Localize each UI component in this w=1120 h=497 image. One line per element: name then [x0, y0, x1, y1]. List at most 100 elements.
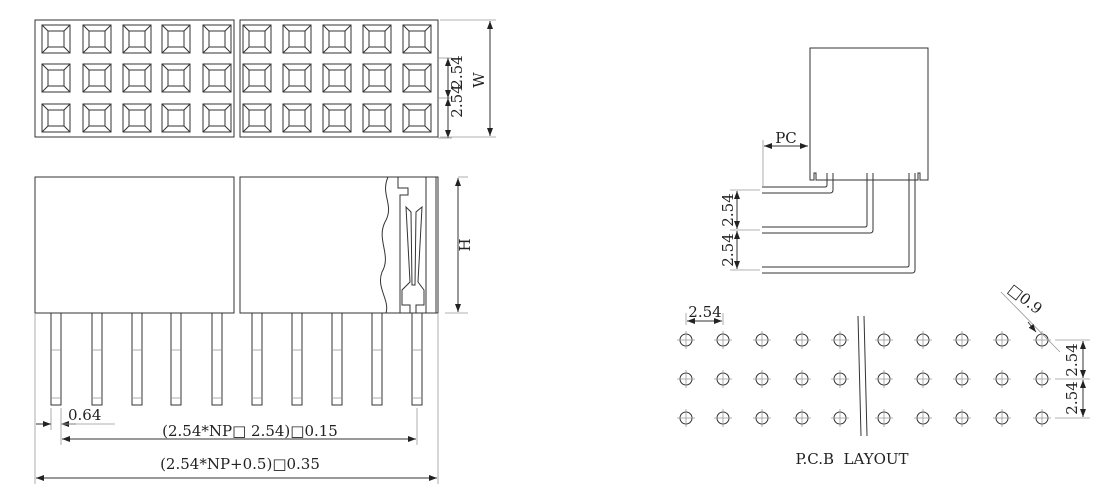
- cavity-chamfer: [402, 125, 410, 133]
- cavity-chamfer: [161, 24, 169, 32]
- cavity-chamfer: [41, 103, 49, 111]
- top-view-body-left: [34, 19, 235, 138]
- cavity-chamfer: [384, 63, 392, 71]
- contact-cavity-inner: [408, 30, 426, 48]
- cavity-chamfer: [161, 46, 169, 54]
- contact-cavity: [122, 24, 152, 54]
- cavity-chamfer: [122, 24, 130, 32]
- cavity-chamfer: [82, 125, 90, 133]
- pcb-layout-title: P.C.B LAYOUT: [795, 450, 908, 468]
- cavity-chamfer: [202, 125, 210, 133]
- cavity-chamfer: [322, 125, 330, 133]
- cavity-chamfer: [362, 63, 370, 71]
- cavity-chamfer: [322, 103, 330, 111]
- cavity-chamfer: [424, 63, 432, 71]
- height-label: H: [456, 238, 474, 251]
- contact-cavity: [362, 103, 392, 133]
- contact-cavity: [161, 63, 191, 93]
- cavity-chamfer: [41, 46, 49, 54]
- cavity-chamfer: [63, 125, 71, 133]
- bent-pin: [762, 173, 916, 274]
- cavity-chamfer: [322, 46, 330, 54]
- cavity-chamfer: [362, 85, 370, 93]
- cavity-chamfer: [264, 103, 272, 111]
- cavity-chamfer: [104, 63, 112, 71]
- contact-spring-section: [401, 205, 425, 314]
- pin: [50, 312, 62, 406]
- cavity-chamfer: [282, 125, 290, 133]
- cavity-chamfer: [161, 125, 169, 133]
- cavity-chamfer: [402, 46, 410, 54]
- contact-cavity-inner: [328, 69, 346, 87]
- cavity-chamfer: [242, 24, 250, 32]
- contact-cavity-inner: [128, 30, 146, 48]
- bent-pin: [762, 173, 834, 194]
- contact-cavity: [242, 24, 272, 54]
- cavity-chamfer: [202, 103, 210, 111]
- cavity-chamfer: [202, 24, 210, 32]
- pcb-pitch-y-label-2: 2.54: [1063, 381, 1081, 414]
- cavity-chamfer: [282, 103, 290, 111]
- cavity-chamfer: [41, 85, 49, 93]
- cavity-chamfer: [161, 85, 169, 93]
- contact-cavity-inner: [408, 69, 426, 87]
- cavity-chamfer: [362, 103, 370, 111]
- cavity-chamfer: [344, 46, 352, 54]
- contact-cavity: [402, 63, 432, 93]
- cavity-chamfer: [224, 125, 232, 133]
- cavity-chamfer: [41, 125, 49, 133]
- hole-dim-arrow: [1027, 321, 1037, 333]
- cavity-chamfer: [63, 46, 71, 54]
- cavity-chamfer: [63, 24, 71, 32]
- contact-cavity-inner: [248, 109, 266, 127]
- cavity-chamfer: [264, 24, 272, 32]
- cavity-chamfer: [304, 24, 312, 32]
- cavity-chamfer: [322, 85, 330, 93]
- contact-cavity: [402, 103, 432, 133]
- top-pitch-label-1: 2.54: [448, 55, 466, 88]
- cavity-chamfer: [424, 125, 432, 133]
- contact-cavity-inner: [408, 109, 426, 127]
- contact-cavity-inner: [47, 30, 65, 48]
- contact-cavity: [322, 103, 352, 133]
- cavity-chamfer: [344, 24, 352, 32]
- cavity-chamfer: [41, 24, 49, 32]
- cavity-chamfer: [424, 85, 432, 93]
- cavity-chamfer: [122, 125, 130, 133]
- pin: [411, 312, 423, 406]
- contact-cavity: [202, 103, 232, 133]
- cavity-chamfer: [161, 103, 169, 111]
- cavity-chamfer: [424, 24, 432, 32]
- cavity-chamfer: [362, 46, 370, 54]
- cavity-chamfer: [82, 46, 90, 54]
- cavity-chamfer: [362, 125, 370, 133]
- contact-cavity: [362, 63, 392, 93]
- cavity-chamfer: [344, 63, 352, 71]
- contact-cavity-inner: [328, 109, 346, 127]
- contact-cavity-inner: [248, 30, 266, 48]
- top-pitch-label-2: 2.54: [448, 84, 466, 117]
- cavity-chamfer: [304, 63, 312, 71]
- cavity-chamfer: [242, 63, 250, 71]
- cavity-chamfer: [282, 85, 290, 93]
- contact-cavity-inner: [88, 30, 106, 48]
- pin: [170, 312, 182, 406]
- cavity-chamfer: [344, 125, 352, 133]
- break-line: [863, 315, 868, 437]
- contact-cavity: [41, 103, 71, 133]
- side-view-body: [809, 47, 929, 181]
- cavity-chamfer: [282, 46, 290, 54]
- pcb-hole-label: □0.9: [1005, 280, 1046, 318]
- contact-cavity-inner: [128, 109, 146, 127]
- contact-cavity: [322, 24, 352, 54]
- contact-cavity-inner: [88, 69, 106, 87]
- cavity-chamfer: [384, 103, 392, 111]
- cavity-chamfer: [282, 63, 290, 71]
- contact-cavity-inner: [167, 30, 185, 48]
- cavity-chamfer: [402, 103, 410, 111]
- cavity-chamfer: [82, 103, 90, 111]
- pc-label: PC: [775, 129, 797, 147]
- section-wall-hatch: [425, 176, 437, 314]
- contact-cavity: [41, 63, 71, 93]
- side-pitch-label-2: 2.54: [719, 233, 737, 266]
